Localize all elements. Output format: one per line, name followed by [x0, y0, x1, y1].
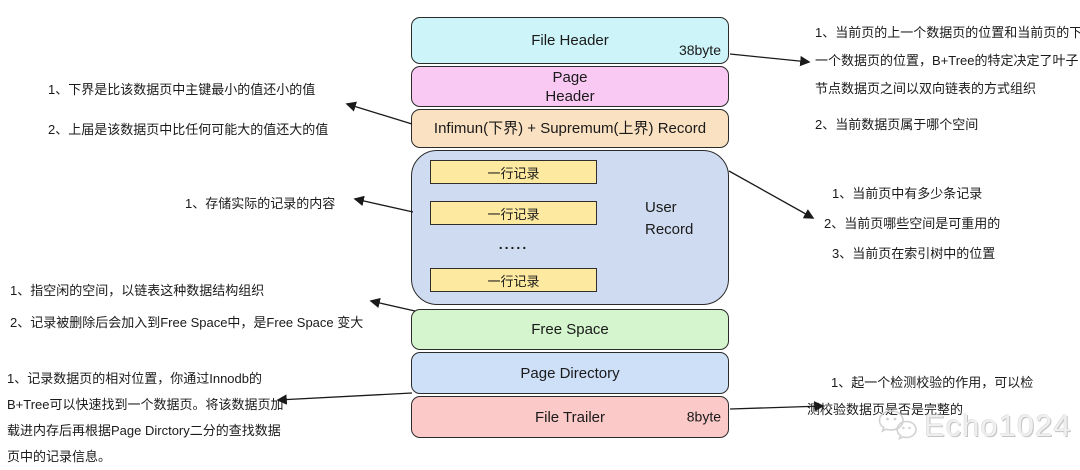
file-header-note-line4: 2、当前数据页属于哪个空间	[815, 117, 979, 132]
user-record-right-note-line1: 1、当前页中有多少条记录	[832, 186, 983, 201]
free-space-note-line1: 1、指空闲的空间，以链表这种数据结构组织	[10, 283, 265, 298]
free-space-note-line2: 2、记录被删除后会加入到Free Space中，是Free Space 变大	[10, 315, 364, 330]
rows-ellipsis: .....	[498, 236, 529, 252]
arrow-userrecord-to-left-note	[353, 195, 414, 213]
page-header-label-line2: Header	[545, 87, 595, 105]
row-record-label: 一行记录	[487, 165, 540, 181]
row-record-label: 一行记录	[487, 206, 540, 222]
file-trailer-size: 8byte	[686, 408, 721, 425]
arrow-fileheader-to-right-note	[729, 53, 811, 67]
row-record-label: 一行记录	[487, 273, 540, 289]
watermark: Echo1024	[878, 408, 1072, 444]
file-header-note-line3: 节点数据页之间以双向链表的方式组织	[815, 81, 1037, 96]
row-record-box: 一行记录	[430, 160, 597, 184]
arrow-pagedirectory-to-left-note	[276, 392, 413, 405]
page-directory-box: Page Directory	[411, 352, 729, 394]
file-trailer-box: File Trailer 8byte	[411, 396, 729, 438]
page-directory-note-line3: 载进内存后再根据Page Dirctory二分的查找数据	[7, 423, 281, 438]
file-trailer-note-line1: 1、起一个检测校验的作用，可以检	[831, 375, 1034, 390]
page-header-label-line1: Page	[552, 68, 588, 86]
infimum-note-line1: 1、下界是比该数据页中主键最小的值还小的值	[48, 82, 316, 97]
page-directory-note-line2: B+Tree可以快速找到一个数据页。将该数据页加	[7, 397, 284, 412]
user-record-label: User Record	[645, 199, 694, 238]
free-space-label: Free Space	[531, 321, 609, 338]
file-header-note-line2: 一个数据页的位置，B+Tree的特定决定了叶子	[815, 53, 1079, 68]
arrow-infimum-to-left-note	[345, 101, 413, 125]
infimum-supremum-box: Infimun(下界) + Supremum(上界) Record	[411, 109, 729, 148]
page-directory-label: Page Directory	[520, 364, 620, 382]
file-trailer-label: File Trailer	[534, 408, 605, 426]
page-directory-note-line4: 页中的记录信息。	[7, 449, 112, 464]
file-header-size: 38byte	[678, 42, 721, 58]
user-record-right-note-line2: 2、当前页哪些空间是可重用的	[824, 216, 1001, 231]
infimum-note-line2: 2、上届是该数据页中比任何可能大的值还大的值	[48, 122, 329, 137]
row-record-box: 一行记录	[430, 201, 597, 225]
row-record-box: 一行记录	[430, 268, 597, 292]
wechat-icon	[878, 410, 917, 441]
user-record-left-note: 1、存储实际的记录的内容	[185, 196, 336, 211]
watermark-text: Echo1024	[924, 408, 1072, 443]
infimum-supremum-label: Infimun(下界) + Supremum(上界) Record	[433, 120, 707, 137]
file-header-label: File Header	[531, 32, 609, 49]
user-record-right-note-line3: 3、当前页在索引树中的位置	[832, 246, 996, 261]
free-space-box: Free Space	[411, 309, 729, 350]
arrow-freespace-to-left-note	[369, 297, 416, 312]
page-header-box: Page Header	[411, 66, 729, 107]
arrow-userrecord-to-right-note	[728, 170, 815, 219]
file-header-note-line1: 1、当前页的上一个数据页的位置和当前页的下	[815, 25, 1080, 40]
file-header-box: File Header 38byte	[411, 17, 729, 64]
file-trailer-note-line2: 测校验数据页是否是完整的	[807, 402, 964, 417]
page-directory-note-line1: 1、记录数据页的相对位置，你通过Innodb的	[7, 371, 262, 386]
